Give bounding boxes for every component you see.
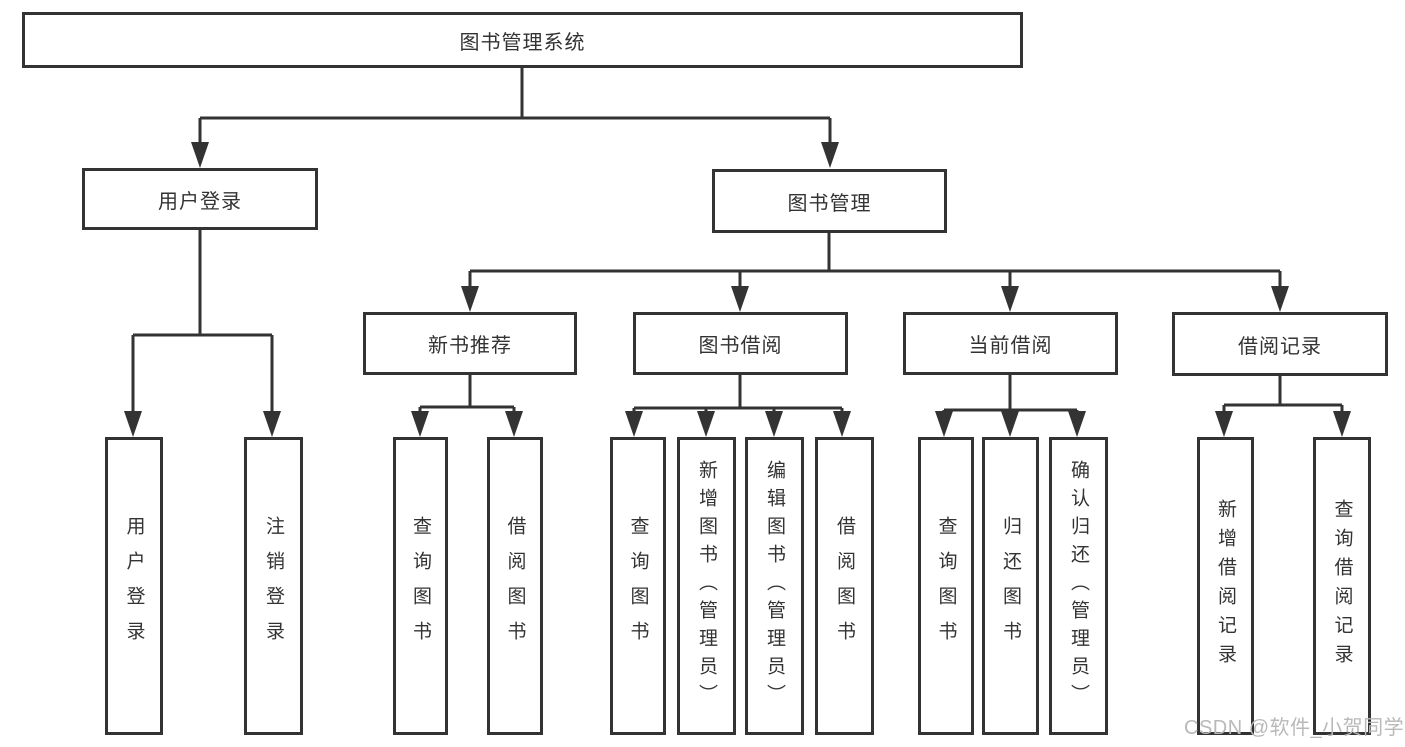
node-logout-label: 注销登录 [263, 516, 284, 656]
node-add-book-admin: 新增图书（管理员） [677, 437, 736, 735]
node-user-login: 用户登录 [82, 168, 318, 230]
node-add-borrow-record: 新增借阅记录 [1197, 437, 1254, 735]
node-query-borrow-record-label: 查询借阅记录 [1331, 499, 1353, 673]
node-edit-book-admin-label: 编辑图书（管理员） [764, 460, 785, 712]
node-borrow-books-1: 借阅图书 [487, 437, 543, 735]
node-query-books-2: 查询图书 [610, 437, 666, 735]
csdn-watermark: CSDN @软件_小贺同学 [1184, 717, 1405, 739]
connector-paths [131, 68, 1344, 415]
node-user-login-action-label: 用户登录 [123, 516, 145, 656]
node-logout: 注销登录 [244, 437, 303, 735]
node-new-book-recommend: 新书推荐 [363, 312, 577, 375]
node-new-book-recommend-label: 新书推荐 [428, 335, 512, 357]
node-query-books-2-label: 查询图书 [627, 516, 649, 656]
node-borrow-books-2: 借阅图书 [815, 437, 874, 735]
node-borrow-books-1-label: 借阅图书 [504, 516, 526, 656]
node-book-borrowing: 图书借阅 [633, 312, 848, 375]
node-library-system-label: 图书管理系统 [459, 31, 586, 54]
node-current-borrowing-label: 当前借阅 [968, 335, 1053, 357]
node-add-book-admin-label: 新增图书（管理员） [696, 460, 717, 712]
node-edit-book-admin: 编辑图书（管理员） [745, 437, 804, 735]
node-book-management: 图书管理 [712, 169, 947, 233]
node-query-books-3-label: 查询图书 [935, 516, 957, 656]
node-confirm-return-admin: 确认归还（管理员） [1049, 437, 1108, 735]
node-book-borrowing-label: 图书借阅 [698, 335, 783, 357]
node-book-management-label: 图书管理 [787, 192, 872, 215]
node-user-login-action: 用户登录 [105, 437, 163, 735]
node-query-borrow-record: 查询借阅记录 [1313, 437, 1371, 735]
node-return-books: 归还图书 [982, 437, 1039, 735]
node-query-books-1: 查询图书 [393, 437, 448, 735]
node-return-books-label: 归还图书 [1000, 516, 1021, 656]
node-library-system: 图书管理系统 [22, 12, 1023, 68]
node-borrowing-records: 借阅记录 [1172, 312, 1388, 376]
node-borrowing-records-label: 借阅记录 [1238, 335, 1322, 358]
node-borrow-books-2-label: 借阅图书 [834, 516, 855, 656]
node-confirm-return-admin-label: 确认归还（管理员） [1068, 460, 1089, 712]
node-current-borrowing: 当前借阅 [903, 312, 1118, 375]
node-query-books-3: 查询图书 [918, 437, 974, 735]
node-user-login-label: 用户登录 [158, 190, 242, 213]
node-add-borrow-record-label: 新增借阅记录 [1215, 499, 1236, 673]
node-query-books-1-label: 查询图书 [410, 516, 431, 656]
arrowhead-icons [124, 142, 1351, 437]
